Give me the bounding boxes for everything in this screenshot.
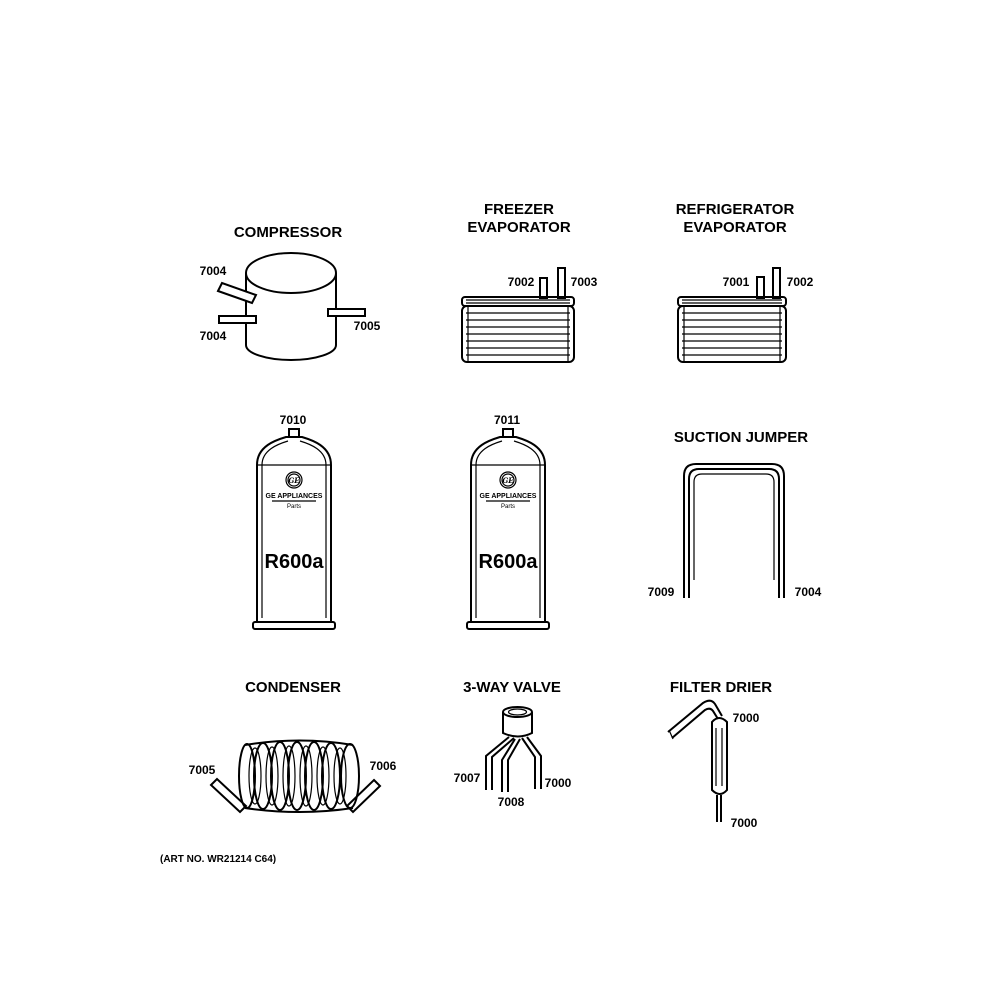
condenser-callout-7005: 7005 — [189, 763, 216, 777]
suction-jumper-callout-7004: 7004 — [795, 585, 822, 599]
filter-drier-callout-7000-top: 7000 — [733, 711, 760, 725]
three-way-valve-callout-7000: 7000 — [545, 776, 572, 790]
refrigerant-can-7010-parts: Parts — [287, 504, 301, 510]
condenser-title: CONDENSER — [245, 679, 341, 696]
refrigerator-evaporator-callout-7001: 7001 — [723, 275, 750, 289]
svg-text:GE: GE — [502, 476, 514, 485]
refrigerant-can-7011-callout: 7011 — [494, 413, 520, 427]
refrigerant-can-7010-group: 7010 GE GE APPLIANCES Parts R600a — [252, 413, 336, 630]
compressor-drawing — [216, 252, 366, 361]
refrigerant-can-7011-brand: GE APPLIANCES — [480, 493, 537, 500]
refrigerant-can-7011-type: R600a — [479, 551, 539, 573]
compressor-title: COMPRESSOR — [234, 224, 343, 241]
compressor-callout-7004-upper: 7004 — [200, 264, 227, 278]
filter-drier-drawing — [667, 699, 728, 822]
freezer-evaporator-drawing — [461, 267, 575, 363]
filter-drier-group: FILTER DRIER 7000 7000 — [667, 679, 772, 830]
three-way-valve-drawing — [485, 706, 542, 792]
suction-jumper-group: SUCTION JUMPER 7009 7004 — [648, 429, 822, 599]
freezer-evaporator-callout-7002: 7002 — [508, 275, 535, 289]
condenser-callout-7006: 7006 — [370, 759, 397, 773]
refrigerant-can-7011-drawing: GE — [466, 428, 550, 630]
refrigerant-can-7010-brand: GE APPLIANCES — [266, 493, 323, 500]
freezer-evaporator-callout-7003: 7003 — [571, 275, 598, 289]
condenser-drawing — [209, 739, 382, 814]
refrigerant-can-7011-group: 7011 GE GE APPLIANCES Parts R600a — [466, 413, 550, 630]
refrigerant-can-7011-parts: Parts — [501, 504, 515, 510]
three-way-valve-callout-7008: 7008 — [498, 795, 525, 809]
freezer-evaporator-title-line1: FREEZER — [484, 201, 554, 218]
three-way-valve-group: 3-WAY VALVE 7007 7008 7000 — [454, 679, 572, 809]
freezer-evaporator-title-line2: EVAPORATOR — [467, 219, 571, 236]
art-number: (ART NO. WR21214 C64) — [160, 854, 276, 865]
refrigerant-can-7010-callout: 7010 — [280, 413, 307, 427]
ge-logo-icon: GE — [499, 471, 517, 489]
refrigerator-evaporator-title-line1: REFRIGERATOR — [676, 201, 795, 218]
three-way-valve-callout-7007: 7007 — [454, 771, 481, 785]
refrigerant-can-7010-drawing: GE — [252, 428, 336, 630]
refrigerant-can-7010-type: R600a — [265, 551, 325, 573]
ge-logo-icon: GE — [285, 471, 303, 489]
compressor-callout-7004-lower: 7004 — [200, 329, 227, 343]
filter-drier-title: FILTER DRIER — [670, 679, 772, 696]
refrigerator-evaporator-title-line2: EVAPORATOR — [683, 219, 787, 236]
filter-drier-callout-7000-bottom: 7000 — [731, 816, 758, 830]
suction-jumper-drawing — [683, 463, 785, 598]
condenser-group: CONDENSER 700 — [189, 679, 397, 814]
refrigerator-evaporator-callout-7002: 7002 — [787, 275, 814, 289]
suction-jumper-callout-7009: 7009 — [648, 585, 675, 599]
svg-text:GE: GE — [288, 476, 300, 485]
suction-jumper-title: SUCTION JUMPER — [674, 429, 808, 446]
three-way-valve-title: 3-WAY VALVE — [463, 679, 561, 696]
refrigerator-evaporator-drawing — [677, 267, 787, 363]
freezer-evaporator-group: FREEZER EVAPORATOR 7002 7003 — [461, 201, 598, 363]
compressor-callout-7005: 7005 — [354, 319, 381, 333]
compressor-group: COMPRESSOR 7004 7004 7005 — [200, 224, 381, 361]
refrigerator-evaporator-group: REFRIGERATOR EVAPORATOR 7001 7002 — [676, 201, 814, 363]
